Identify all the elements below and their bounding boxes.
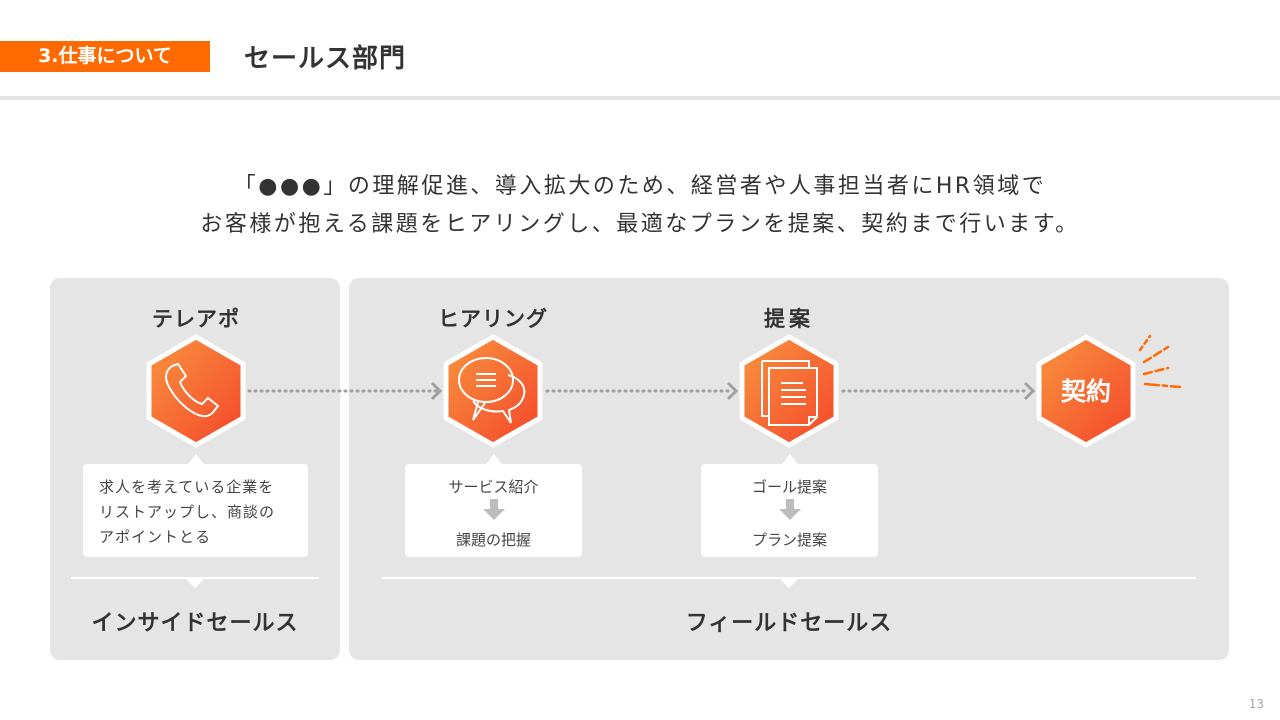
step-label-teleapo: テレアポ [152,307,240,331]
arrow-down-icon [482,499,505,520]
sparkle-lines-icon [1138,334,1182,389]
documents-icon [761,360,818,426]
flow-item: サービス紹介 [448,478,539,496]
hearing-flow-box: サービス紹介 課題の把握 [405,454,582,557]
desc-line: アポイントとる [99,528,212,546]
hex-hearing [446,337,540,445]
lead-line-1: 「●●●」の理解促進、導入拡大のため、経営者や人事担当者にHR領域で [233,174,1047,199]
page-title: セールス部門 [244,44,407,74]
proposal-flow-box: ゴール提案 プラン提案 [701,454,878,557]
arrow-down-icon [778,499,801,520]
phone-icon [165,362,220,418]
contract-label: 契約 [1061,377,1111,406]
flow-item: 課題の把握 [455,531,531,549]
header-divider [0,96,1280,100]
inside-sales-label: インサイドセールス [91,611,299,636]
flow-item: プラン提案 [751,531,827,549]
step-label-hearing: ヒアリング [438,307,548,331]
desc-line: 求人を考えている企業を [99,478,275,496]
speech-bubbles-icon [458,357,526,424]
flow-item: ゴール提案 [751,478,827,496]
lead-line-2: お客様が抱える課題をヒアリングし、最適なプランを提案、契約まで行います。 [200,212,1080,237]
section-tag: 3.仕事について [0,41,210,72]
inside-divider [71,577,319,588]
field-sales-label: フィールドセールス [685,611,893,636]
teleapo-description: 求人を考えている企業を リストアップし、商談の アポイントとる [83,454,308,557]
chevron-right-icon [430,381,1036,401]
hex-teleapo [149,337,243,445]
page-number: 13 [1248,697,1264,711]
field-divider [382,577,1196,588]
desc-line: リストアップし、商談の [99,503,276,521]
step-label-proposal: 提案 [764,307,814,331]
